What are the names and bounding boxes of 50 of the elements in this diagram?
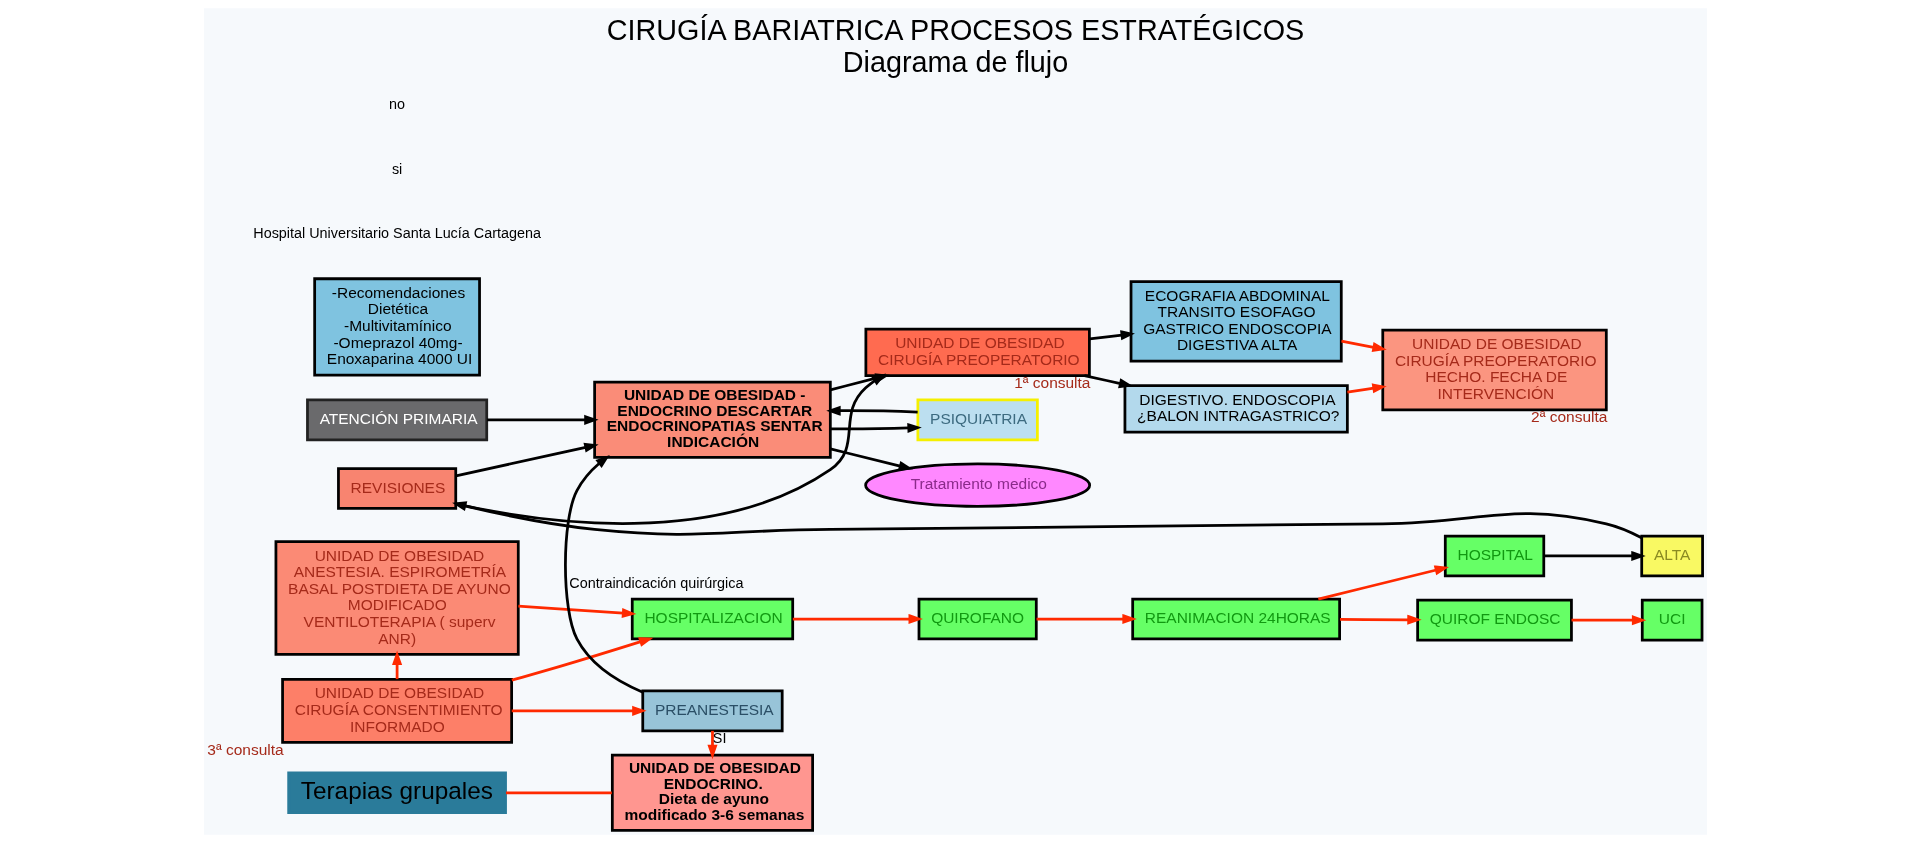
node-box: UNIDAD DE OBESIDAD CIRUGÍA PREOPERATORIO HECHO. FECHA DE INTERVENCIÓN — [1380, 328, 1608, 412]
arrow — [1036, 613, 1137, 625]
connector — [505, 791, 612, 795]
edge-label: Contraindicación quirúrgica — [568, 575, 743, 592]
node-box: DIGESTIVO. ENDOSCOPIA ¿BALON INTRAGASTRICO? — [1123, 384, 1349, 434]
arrow — [1089, 330, 1135, 341]
arrow — [563, 455, 643, 694]
caption: Diagrama de flujo — [842, 46, 1068, 79]
arrow — [511, 705, 647, 716]
node-box: -Recomendaciones Dietética -Multivitamínico -Omeprazol 40mg- Enoxaparina 4000 UI — [312, 277, 481, 377]
node-box: HOSPITAL — [1443, 534, 1545, 578]
arrow — [825, 405, 918, 416]
node-box: Terapias grupales — [286, 771, 507, 815]
arrow — [1339, 614, 1422, 625]
node-box: QUIROF ENDOSC — [1415, 598, 1573, 642]
node-box: UNIDAD DE OBESIDAD CIRUGÍA CONSENTIMIENTO INFORMADO — [280, 677, 513, 744]
node-box: UNIDAD DE OBESIDAD ANESTESIA. ESPIROMETRÍA BASAL POSTDIETA DE AYUNO MODIFICADO VENTILOTERAPIA ( superv ANR) — [274, 540, 520, 656]
node-box: ECOGRAFIA ABDOMINAL TRANSITO ESOFAGO GASTRICO ENDOSCOPIA DIGESTIVA ALTA — [1129, 280, 1343, 363]
node-box: REANIMACION 24HORAS — [1130, 597, 1341, 641]
arrow — [1340, 339, 1387, 353]
arrow — [455, 373, 886, 525]
diagram-title: CIRUGÍA BARIATRICA PROCESOS ESTRATÉGICOS — [606, 14, 1304, 47]
label: Hospital Universitario Santa Lucía Cartagena — [252, 224, 541, 241]
node-box: REVISIONES — [336, 467, 457, 510]
node-box: UNIDAD DE OBESIDAD - ENDOCRINO DESCARTAR ENDOCRINOPATIAS SENTAR INDICACIÓN — [592, 380, 832, 459]
arrow — [455, 442, 599, 478]
arrow — [1571, 615, 1646, 626]
arrow — [1543, 550, 1646, 561]
node-box: HOSPITALIZACION — [630, 597, 794, 641]
label: no — [388, 96, 405, 113]
arrow — [1317, 565, 1449, 601]
node-box: UNIDAD DE OBESIDAD ENDOCRINO. Dieta de ayuno modificado 3-6 semanas — [610, 753, 814, 832]
node-box: ALTA — [1639, 534, 1704, 578]
arrow — [829, 422, 922, 434]
arrow — [829, 447, 913, 471]
node-box: UNIDAD DE OBESIDAD CIRUGÍA PREOPERATORIO — [864, 327, 1091, 377]
node-box: UCI — [1640, 598, 1703, 642]
arrow — [451, 501, 1642, 539]
label: si — [391, 160, 402, 177]
arrow — [486, 414, 599, 425]
arrow — [510, 637, 653, 682]
node-box: PREANESTESIA — [640, 689, 784, 733]
node-box: ATENCIÓN PRIMARIA — [305, 398, 488, 442]
arrow — [792, 613, 923, 625]
node-box: QUIROFANO — [917, 597, 1038, 641]
arrow — [706, 730, 718, 760]
arrow — [1346, 383, 1387, 394]
arrow — [1083, 374, 1133, 389]
node-box: PSIQUIATRIA — [916, 398, 1039, 442]
arrow — [517, 604, 636, 619]
